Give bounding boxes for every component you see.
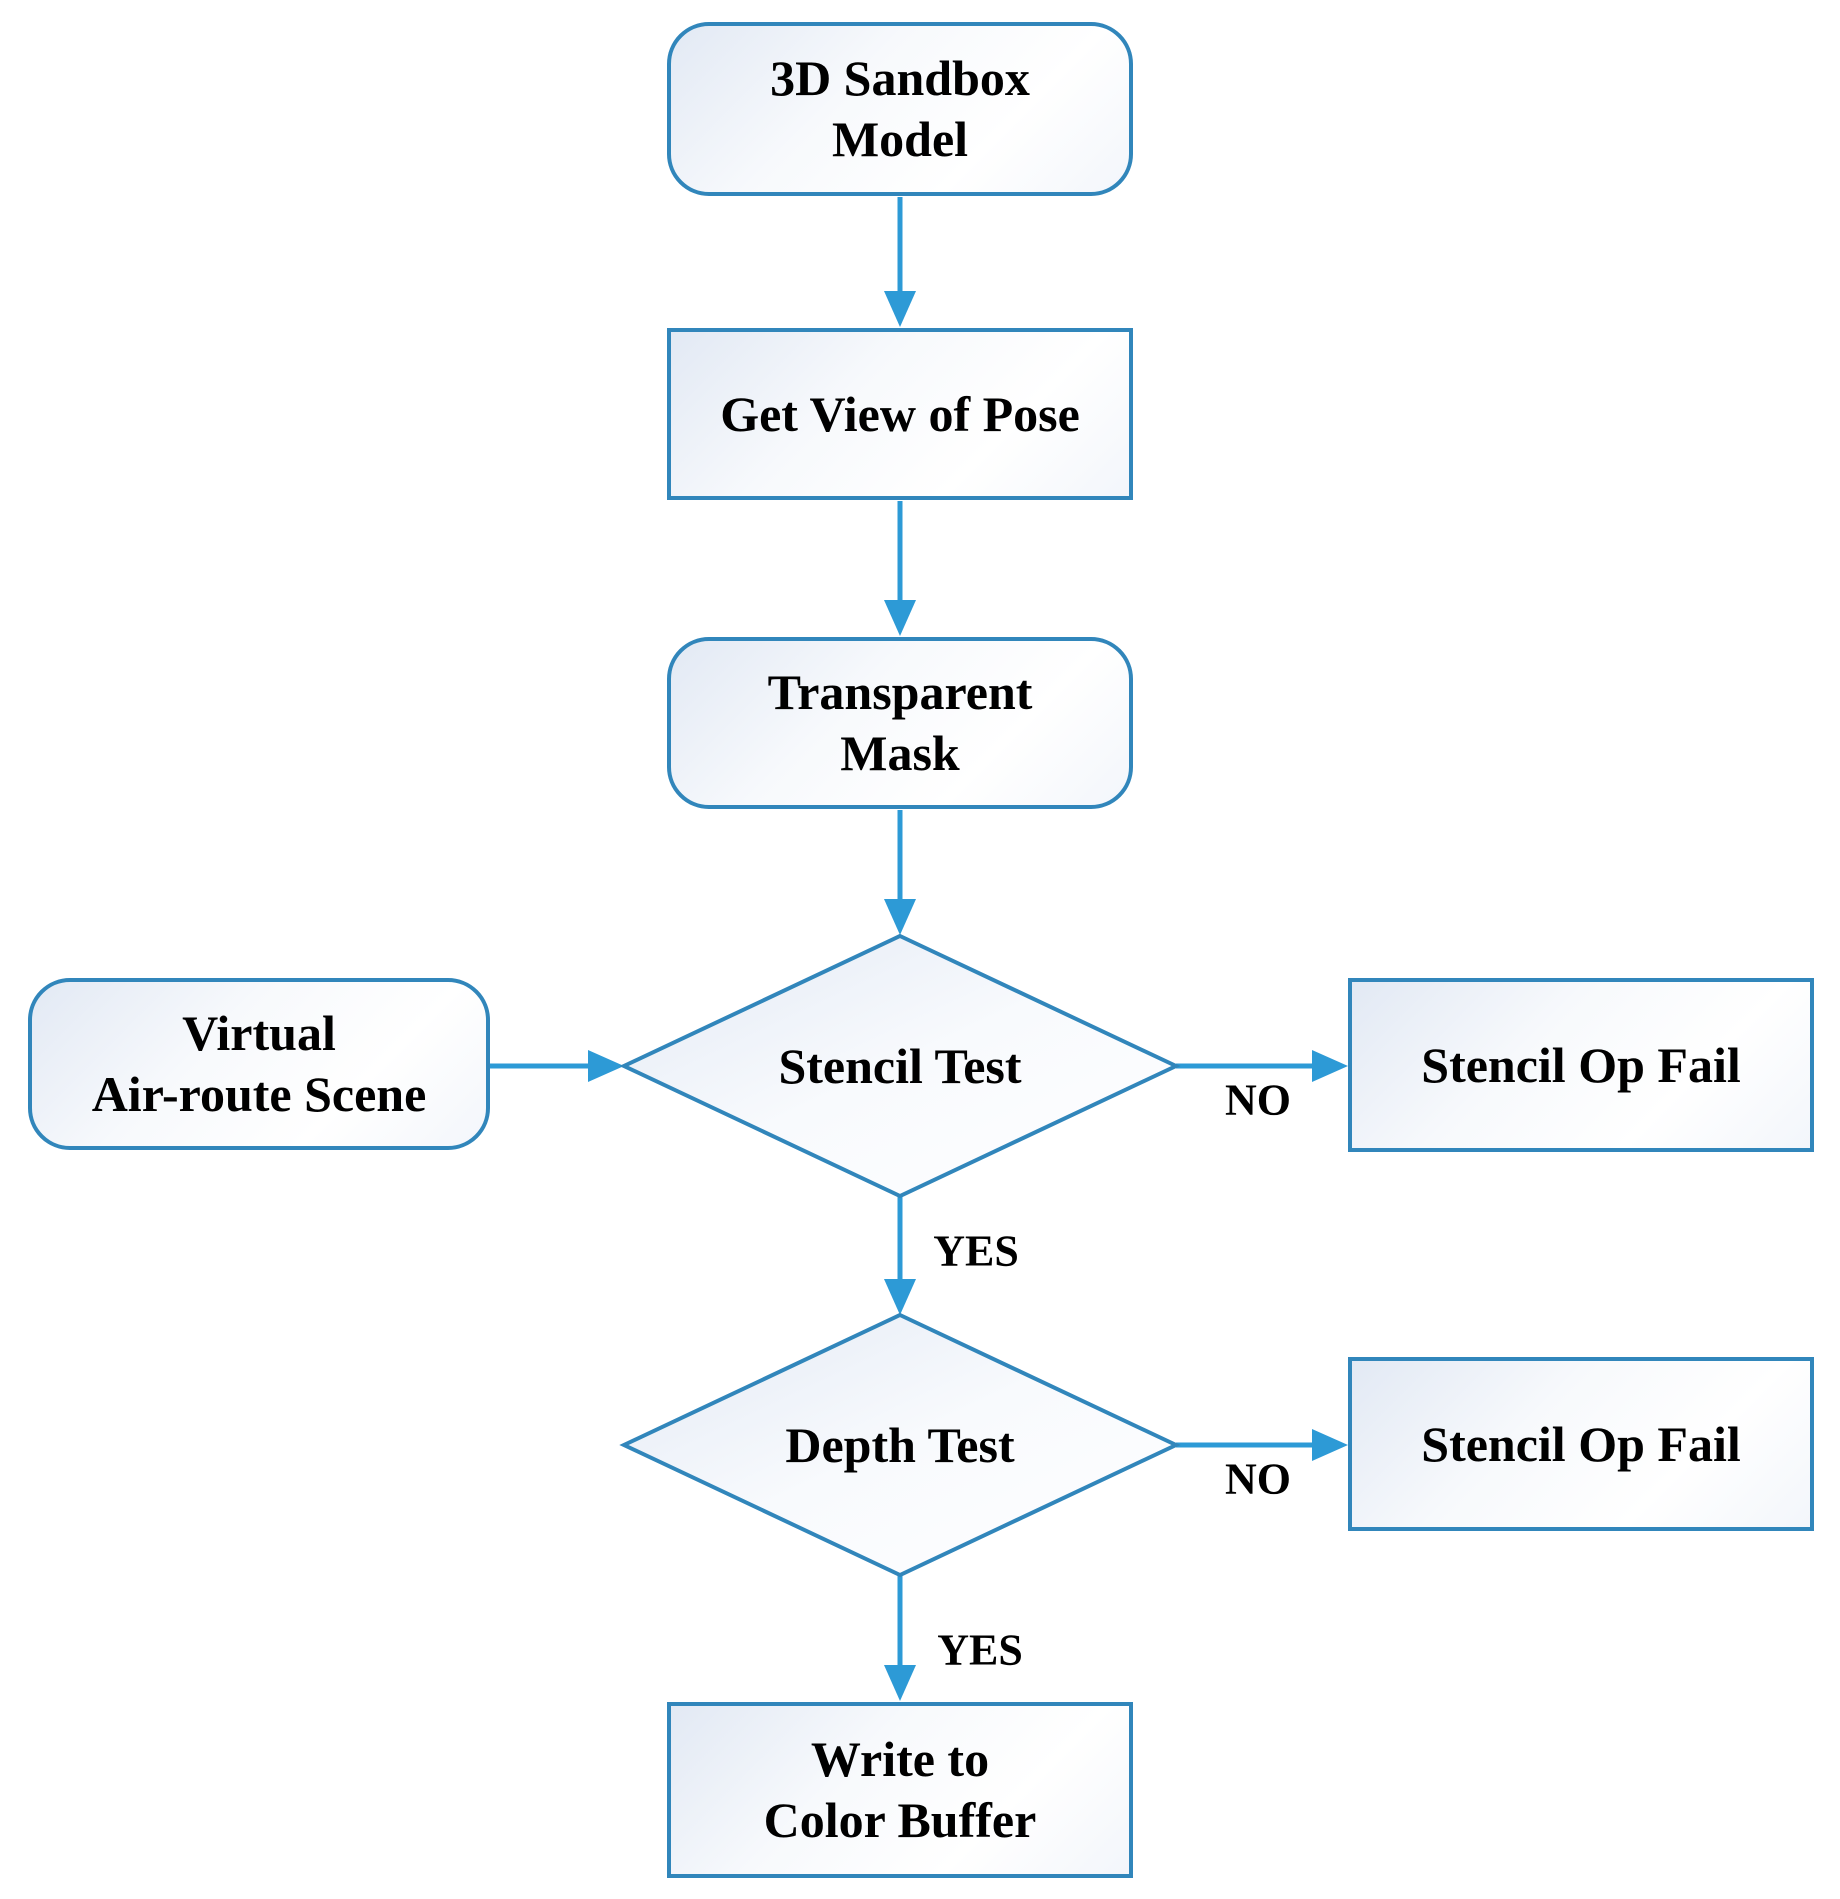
node-label-line: Stencil Op Fail [1421, 1036, 1741, 1093]
edge-label-stencil-no: NO [1225, 1075, 1291, 1125]
node-stencil-op-fail-1: Stencil Op Fail [1348, 978, 1814, 1152]
arrow-airroute-to-stencil-test [490, 1050, 624, 1082]
node-label-line: Write to [810, 1731, 990, 1787]
node-label-line: Stencil Op Fail [1421, 1415, 1741, 1472]
node-write-to-color-buffer: Write to Color Buffer [667, 1702, 1133, 1878]
node-label-line: Mask [840, 725, 960, 781]
node-depth-test-label: Depth Test [785, 1417, 1015, 1473]
stencil-test-diamond [619, 933, 1181, 1199]
depth-test-diamond [619, 1312, 1181, 1578]
arrow-stencil-test-yes [884, 1197, 916, 1315]
edge-label-depth-yes: YES [937, 1625, 1023, 1675]
arrow-mask-to-stencil-test [884, 810, 916, 935]
node-label-line: Virtual [182, 1005, 336, 1061]
node-label-line: Color Buffer [763, 1792, 1037, 1848]
arrow-stencil-test-no [1176, 1050, 1348, 1082]
edge-label-depth-no: NO [1225, 1454, 1291, 1504]
node-stencil-test-label: Stencil Test [778, 1038, 1022, 1094]
edge-label-stencil-yes: YES [933, 1226, 1019, 1276]
node-virtual-air-route-scene: Virtual Air-route Scene [28, 978, 490, 1150]
node-transparent-mask: Transparent Mask [667, 637, 1133, 809]
arrow-depth-test-yes [884, 1576, 916, 1701]
node-get-view-of-pose: Get View of Pose [667, 328, 1133, 500]
node-label-line: Transparent [767, 664, 1033, 720]
node-label-line: 3D Sandbox [770, 50, 1030, 106]
node-stencil-op-fail-2: Stencil Op Fail [1348, 1357, 1814, 1531]
arrow-getview-to-mask [884, 501, 916, 636]
node-label-line: Get View of Pose [720, 385, 1080, 442]
node-label-line: Air-route Scene [91, 1066, 427, 1122]
node-label-line: Model [831, 111, 969, 167]
node-sandbox-model: 3D Sandbox Model [667, 22, 1133, 196]
arrow-sandbox-to-getview [884, 197, 916, 327]
arrow-depth-test-no [1176, 1429, 1348, 1461]
